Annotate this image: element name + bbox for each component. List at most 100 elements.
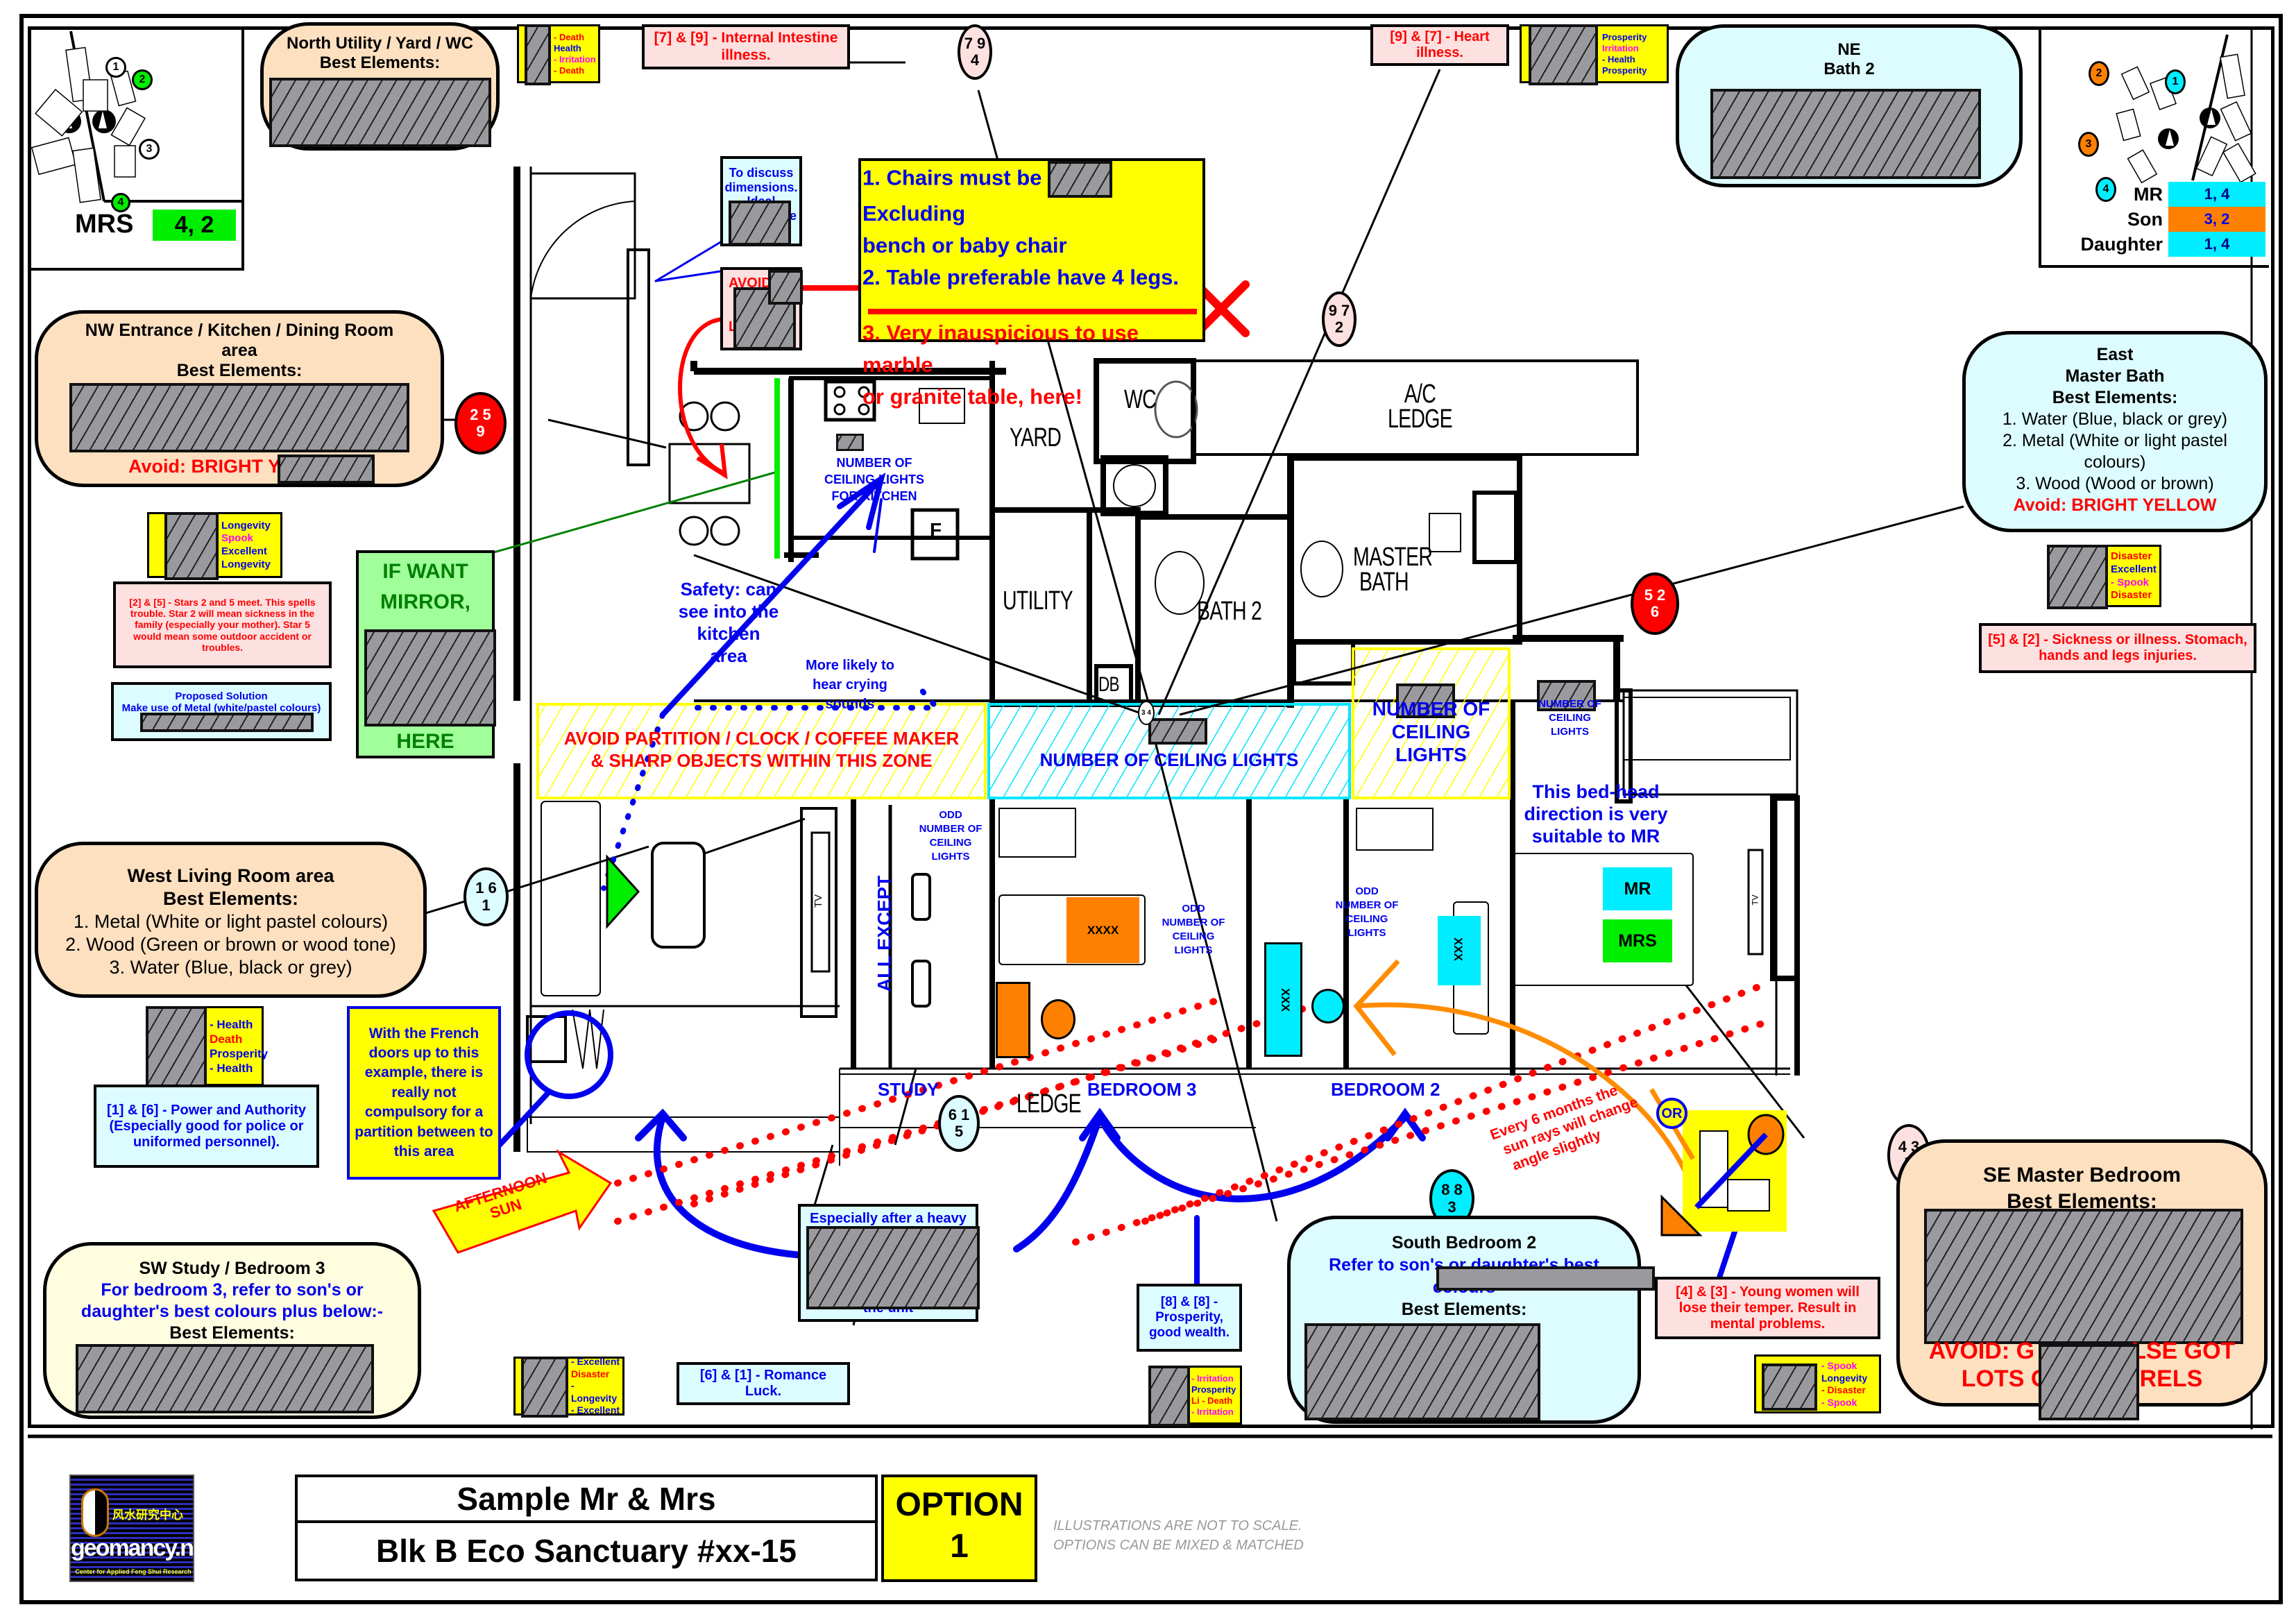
odd-bed3-label: ODD NUMBER OF CEILING LIGHTS bbox=[1162, 903, 1225, 956]
tv-label-living: TV bbox=[813, 894, 825, 908]
room-master-bath: MASTER BATH bbox=[1353, 543, 1433, 597]
north-utility-note: [7] & [9] - Internal Intestine illness. bbox=[642, 24, 850, 69]
fridge-label: F bbox=[930, 519, 942, 541]
room-ac-ledge: A/C LEDGE bbox=[1388, 380, 1453, 434]
redacted-block bbox=[2039, 1344, 2139, 1420]
safety-label: Safety: can see into the kitchen area bbox=[678, 579, 779, 666]
west-living-stars: - Health Death Prosperity - Health bbox=[146, 1006, 268, 1088]
crying-label: More likely to hear crying sounds bbox=[806, 658, 894, 712]
avoid-zone bbox=[536, 703, 987, 799]
heavy-rain-note: Especially after a heavy the unit bbox=[798, 1204, 980, 1322]
redacted-block bbox=[164, 512, 219, 580]
sw-study-stars: - Excellent Disaster - Longevity - Excel… bbox=[513, 1356, 624, 1418]
family-table: MR 1, 4 Son 3, 2 Daughter 1, 4 bbox=[2071, 182, 2265, 257]
mrs-value: 4, 2 bbox=[153, 210, 236, 241]
east-master-bath-star-circle: 5 2 6 bbox=[1631, 572, 1679, 635]
west-living-callout: West Living Room area Best Elements: 1. … bbox=[35, 842, 427, 998]
redacted-bar bbox=[1436, 1266, 1655, 1291]
redacted-block bbox=[146, 1006, 207, 1088]
centre-star-circle: 3 4 bbox=[1138, 701, 1155, 725]
study-label: STUDY bbox=[878, 1079, 939, 1100]
redacted-block bbox=[1529, 24, 1598, 85]
mrs-label: MRS bbox=[75, 210, 134, 239]
redacted-block bbox=[768, 270, 803, 305]
redacted-block bbox=[278, 454, 375, 484]
west-living-note: [1] & [6] - Power and Authority (Especia… bbox=[94, 1085, 319, 1168]
redacted-block bbox=[521, 1357, 568, 1418]
compass-right-number-3: 3 bbox=[2078, 132, 2099, 157]
redacted-block bbox=[69, 383, 409, 452]
south-bedroom2-stars: - Irritation Prosperity Li - Death - Irr… bbox=[1148, 1366, 1242, 1427]
master-bath-zone bbox=[1352, 647, 1511, 799]
nw-entrance-callout: NW Entrance / Kitchen / Dining Room area… bbox=[35, 310, 444, 487]
room-wc: WC bbox=[1124, 385, 1157, 414]
redacted-block bbox=[806, 1226, 980, 1309]
family-row-daughter: Daughter 1, 4 bbox=[2071, 232, 2265, 257]
redacted-block bbox=[1762, 1363, 1817, 1411]
divider bbox=[868, 309, 1197, 314]
east-master-bath-note: [5] & [2] - Sickness or illness. Stomach… bbox=[1979, 623, 2256, 673]
sw-study-star-circle: 6 1 5 bbox=[938, 1095, 980, 1152]
redacted-block bbox=[140, 713, 314, 732]
redacted-block bbox=[1048, 161, 1113, 198]
room-bath2: BATH 2 bbox=[1197, 597, 1262, 626]
mrs-pillow: MRS bbox=[1603, 919, 1672, 962]
compass-left: 1 2 3 4 MRS 4, 2 bbox=[28, 28, 243, 271]
sw-study-callout: SW Study / Bedroom 3 For bedroom 3, refe… bbox=[43, 1242, 421, 1419]
bedhead-label: This bed-head direction is very suitable… bbox=[1524, 781, 1668, 847]
redacted-block bbox=[525, 24, 551, 85]
compass-right-number-1: 1 bbox=[2165, 69, 2186, 94]
mr-pillow: MR bbox=[1603, 867, 1672, 910]
east-master-bath-stars: Disaster Excellent - Spook Disaster bbox=[2047, 545, 2161, 609]
se-master-note: [4] & [3] - Young women will lose their … bbox=[1655, 1277, 1880, 1339]
se-master-callout: SE Master Bedroom Best Elements: AVOID: … bbox=[1896, 1139, 2268, 1420]
master-lights-label: NUMBER OF CEILING LIGHTS bbox=[1538, 698, 1601, 738]
ne-bath-stars: Prosperity Irritation - Health Prosperit… bbox=[1520, 24, 1669, 85]
ne-bath-callout: NE Bath 2 bbox=[1676, 24, 2023, 187]
nw-entrance-note: [2] & [5] - Stars 2 and 5 meet. This spe… bbox=[113, 581, 332, 668]
north-utility-callout: North Utility / Yard / WC Best Elements: bbox=[260, 22, 500, 151]
family-row-mr: MR 1, 4 bbox=[2071, 182, 2265, 207]
compass-right: 1 2 3 4 MR 1, 4 Son 3, 2 Daughter 1, 4 bbox=[2043, 28, 2269, 267]
avoid-zone-label: AVOID PARTITION / CLOCK / COFFEE MAKER &… bbox=[563, 728, 960, 771]
redacted-block bbox=[2047, 545, 2108, 609]
east-master-bath-callout: East Master Bath Best Elements: 1. Water… bbox=[1962, 331, 2268, 532]
french-doors-note: With the French doors up to this example… bbox=[347, 1006, 501, 1180]
option-badge: OPTION 1 bbox=[881, 1475, 1037, 1582]
client-name: Sample Mr & Mrs bbox=[295, 1475, 878, 1523]
west-living-star-circle: 1 6 1 bbox=[464, 867, 509, 926]
compass-left-number-2: 2 bbox=[132, 69, 153, 90]
bed2-chair bbox=[1311, 989, 1345, 1023]
compass-left-number-1: 1 bbox=[105, 57, 126, 78]
south-bedroom2-callout: South Bedroom 2 Refer to son's or daught… bbox=[1287, 1216, 1641, 1424]
south-bedroom2-note: [8] & [8] - Prosperity, good wealth. bbox=[1137, 1284, 1242, 1352]
redacted-block bbox=[1396, 683, 1455, 718]
ne-bath-star-circle: 9 7 2 bbox=[1322, 291, 1357, 347]
ledge-label: LEDGE bbox=[1017, 1089, 1082, 1119]
nw-entrance-star-circle: 2 5 9 bbox=[454, 392, 507, 454]
ceiling-zone-label: NUMBER OF CEILING LIGHTS bbox=[1039, 749, 1299, 770]
sw-study-note: [6] & [1] - Romance Luck. bbox=[677, 1362, 850, 1405]
redacted-block bbox=[1924, 1209, 2243, 1344]
bedroom3-label: BEDROOM 3 bbox=[1087, 1079, 1197, 1100]
discuss-note: To discuss dimensions. Ideal ce bbox=[720, 156, 802, 246]
bed2-desk: XXX bbox=[1264, 942, 1302, 1057]
master-bath-lights-label: NUMBER OF CEILING LIGHTS bbox=[1372, 698, 1490, 765]
redacted-block bbox=[1537, 680, 1596, 711]
redacted-block bbox=[729, 201, 791, 246]
redacted-block bbox=[269, 78, 491, 147]
outer-frame bbox=[19, 14, 2283, 1604]
redacted-block bbox=[836, 434, 864, 451]
property-name: Blk B Eco Sanctuary #xx-15 bbox=[295, 1520, 878, 1581]
all-except-label: ALL EXCEPT bbox=[874, 875, 895, 992]
redacted-block bbox=[1148, 718, 1207, 745]
redacted-block bbox=[1304, 1323, 1540, 1420]
bed3-cover: XXXX bbox=[1066, 897, 1139, 963]
redacted-block bbox=[1148, 1366, 1190, 1427]
north-utility-star-circle: 7 9 4 bbox=[958, 24, 992, 80]
mirror-note: IF WANT MIRROR, HERE bbox=[356, 550, 496, 758]
bedroom2-label: BEDROOM 2 bbox=[1331, 1079, 1440, 1100]
compass-right-number-4: 4 bbox=[2095, 177, 2116, 202]
study-desk bbox=[996, 982, 1030, 1058]
compass-right-number-2: 2 bbox=[2089, 61, 2109, 86]
